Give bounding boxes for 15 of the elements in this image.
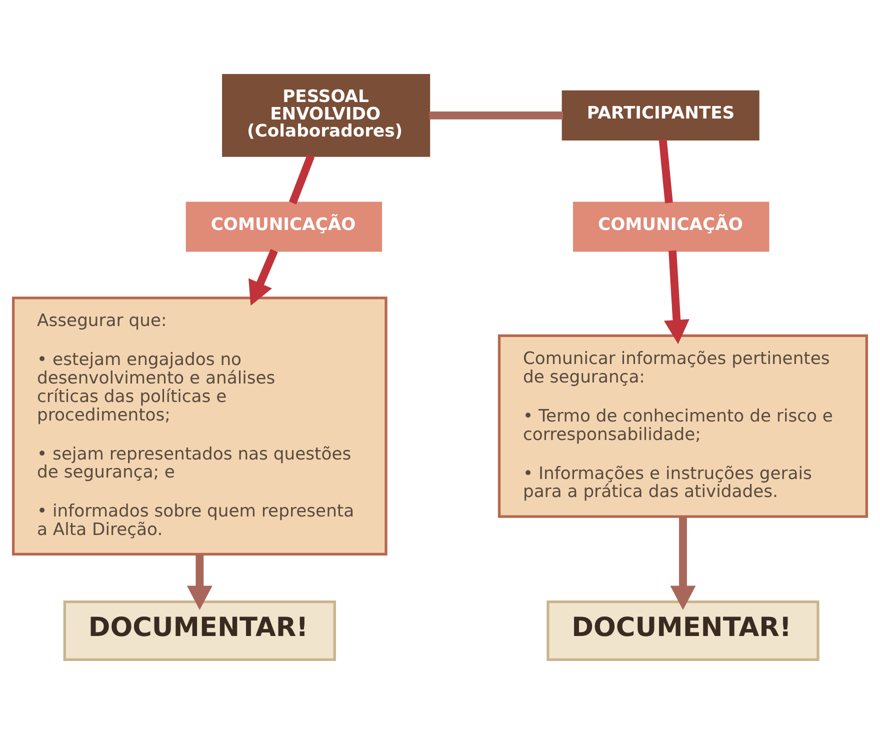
connector [658,138,673,203]
node-box: Assegurar que: • estejam engajados no desenvolvimento e análises críticas das políticas e procedimentos; • sejam representados nas questões de segurança; e • informados sobre quem representa a Alta Direção. [12,296,388,556]
node-box: Comunicar informações pertinentes de segurança: • Termo de conhecimento de risco e corresponsabilidade; • Informações e instruções gerais para a prática das atividades. [498,334,868,518]
node-box: COMUNICAÇÃO [573,201,770,252]
node-box: PARTICIPANTES [562,90,760,140]
arrow [670,516,696,610]
node-box: COMUNICAÇÃO [186,201,382,252]
connector [429,110,564,119]
node-box: DOCUMENTAR! [63,600,336,661]
node-box: PESSOAL ENVOLVIDO (Colaboradores) [222,73,430,156]
connector [288,154,315,204]
node-box: DOCUMENTAR! [546,600,820,661]
arrow [186,554,212,610]
arrow [248,248,278,306]
arrow [664,250,690,344]
